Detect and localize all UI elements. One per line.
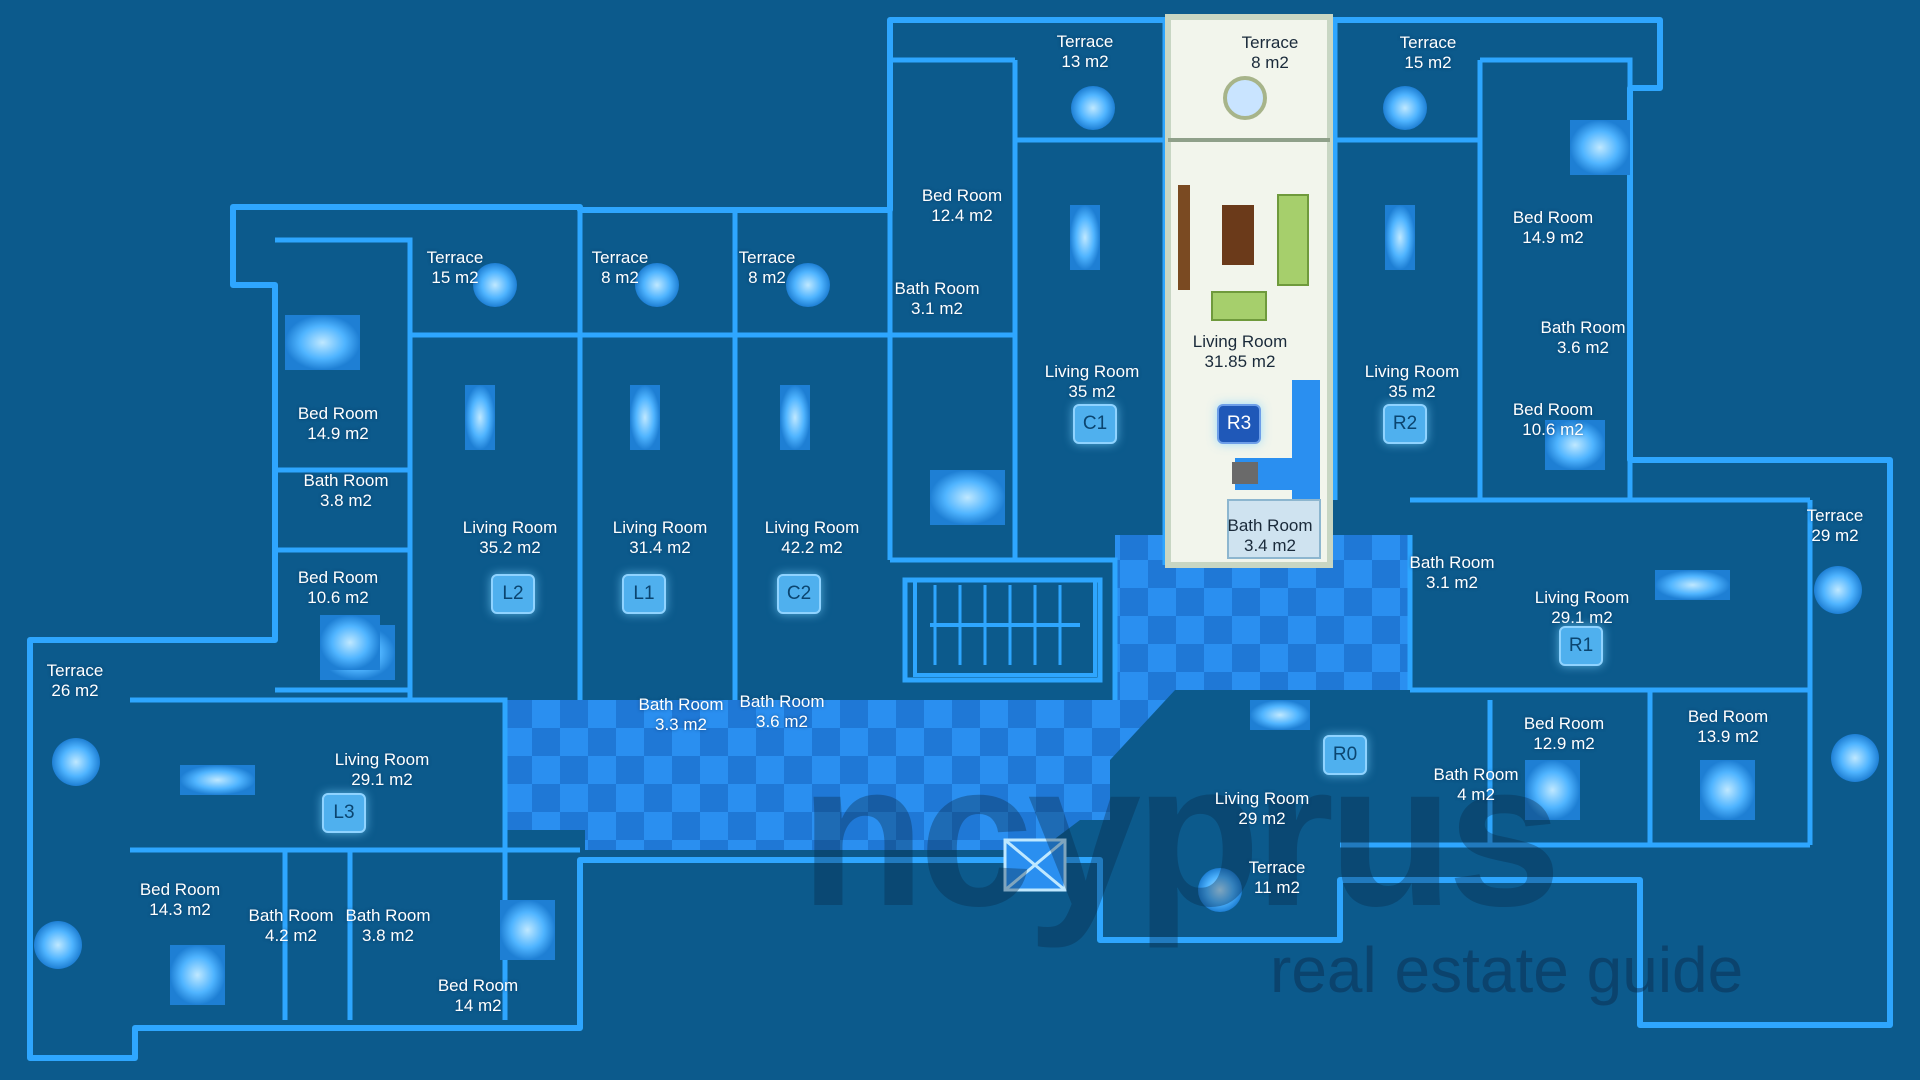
unit-badge-c2[interactable]: C2	[777, 574, 821, 614]
elevator	[1003, 838, 1067, 892]
unit-r3-highlight	[1165, 14, 1333, 568]
staircase	[913, 578, 1097, 677]
unit-badge-c1[interactable]: C1	[1073, 404, 1117, 444]
unit-badge-l3[interactable]: L3	[322, 793, 366, 833]
watermark-main: ncyprus	[800, 720, 1561, 949]
unit-badge-r2[interactable]: R2	[1383, 404, 1427, 444]
corridor	[505, 535, 1410, 850]
unit-badge-l2[interactable]: L2	[491, 574, 535, 614]
watermark-sub: real estate guide	[1270, 934, 1744, 1006]
unit-badge-r3[interactable]: R3	[1217, 404, 1261, 444]
unit-badge-r1[interactable]: R1	[1559, 626, 1603, 666]
unit-badge-l1[interactable]: L1	[622, 574, 666, 614]
furniture	[34, 86, 1879, 1005]
outer-walls	[27, 17, 1893, 1061]
unit-badge-r0[interactable]: R0	[1323, 735, 1367, 775]
